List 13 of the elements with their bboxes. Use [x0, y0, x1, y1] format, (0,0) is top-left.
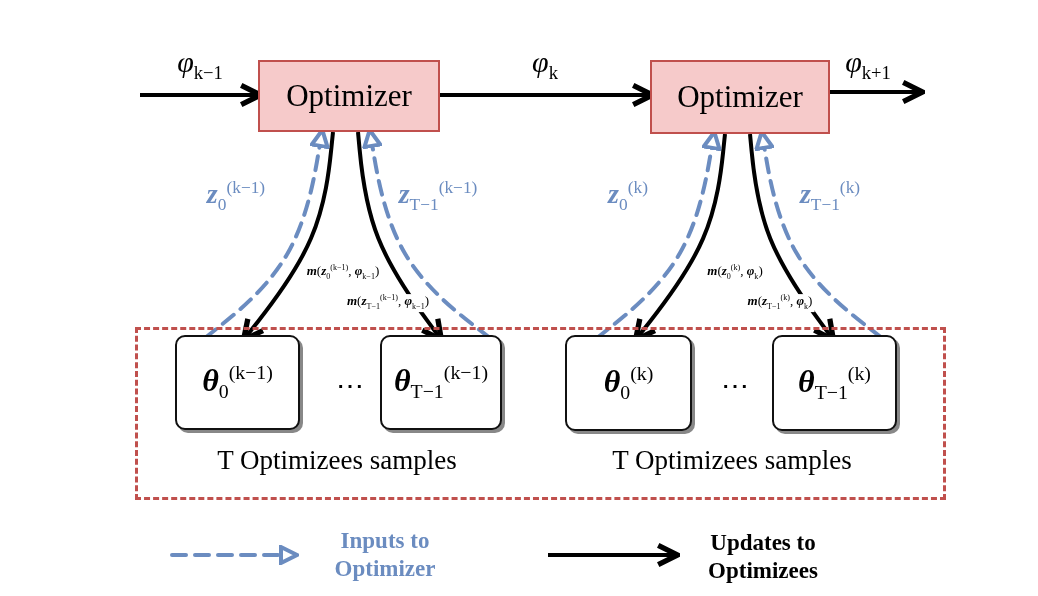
- edge-label: m(z$_{0}$$^{(k−1)}$, φ$_{k−1}$): [304, 264, 382, 282]
- optimizer-box: Optimizer: [258, 60, 440, 132]
- legend-text: Updates to Optimizees: [707, 529, 819, 585]
- edge-label: m(z$_{T−1}$$^{(k)}$, φ$_{k}$): [745, 294, 815, 312]
- ellipsis-text: ⋯: [336, 368, 364, 402]
- caption-text: T Optimizees samples: [612, 445, 852, 476]
- caption-text: T Optimizees samples: [217, 445, 457, 476]
- legend-text: Inputs to Optimizer: [333, 527, 437, 583]
- optimizer-box: Optimizer: [650, 60, 830, 134]
- edge-label: m(z$_{0}$$^{(k)}$, φ$_{k}$): [705, 264, 765, 282]
- ellipsis-text: ⋯: [721, 368, 749, 402]
- edge-label: m(z$_{T−1}$$^{(k−1)}$, φ$_{k−1}$): [345, 294, 431, 312]
- arrow: [830, 79, 926, 105]
